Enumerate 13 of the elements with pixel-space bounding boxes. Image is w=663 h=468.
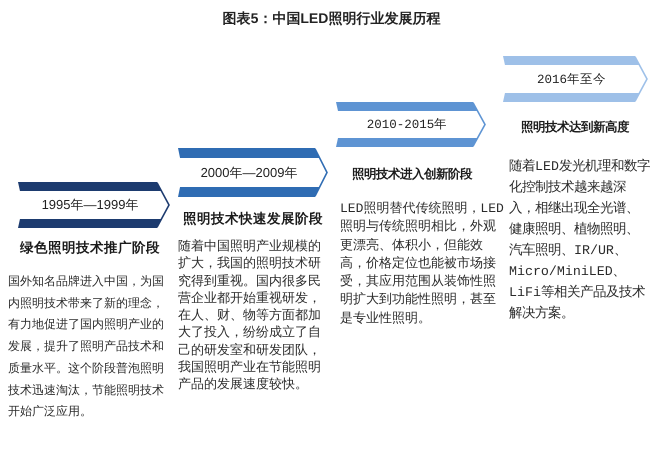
stage-heading: 照明技术快速发展阶段 [182, 211, 324, 228]
chevron-banner: 1995年—1999年 [18, 182, 170, 228]
chevron-banner: 2000年—2009年 [178, 148, 328, 197]
stage-description: 国外知名品牌进入中国，为国内照明技术带来了新的理念，有力地促进了国内照明产业的发展，提升了照明产品技术和质量水平。这个阶段普泡照明技术迅速淘汰，节能照明技术开始广泛应用。 [8, 273, 165, 420]
chevron-banner: 2016年至今 [503, 56, 648, 102]
diagram-title: 图表5：中国LED照明行业发展历程 [222, 10, 442, 28]
chevron-banner: 2010-2015年 [336, 102, 486, 147]
stage-description: 随着中国照明产业规模的扩大，我国的照明技术研究得到重视。国内很多民营企业都开始重视研发，在人、财、物等方面都加大了投入，纷纷成立了自己的研发室和研发团队，我国照明产业在节能照明产品的发展速度较快。 [178, 237, 322, 393]
stage-heading: 照明技术进入创新阶段 [351, 167, 474, 182]
stage-heading: 绿色照明技术推广阶段 [18, 240, 161, 256]
stage-description: 随着LED发光机理和数字化控制技术越来越深入，相继出现全光谱、健康照明、植物照明、汽车照明、IR/UR、Micro/MiniLED、LiFi等相关产品及技术解决方案。 [509, 158, 650, 323]
stage-description: LED照明替代传统照明，LED照明与传统照明相比，外观更漂亮、体积小，但能效高，价格定位也能被市场接受，其应用范围从装饰性照明扩大到功能性照明，甚至是专业性照明。 [340, 200, 504, 328]
stage-heading: 照明技术达到新高度 [520, 120, 630, 135]
